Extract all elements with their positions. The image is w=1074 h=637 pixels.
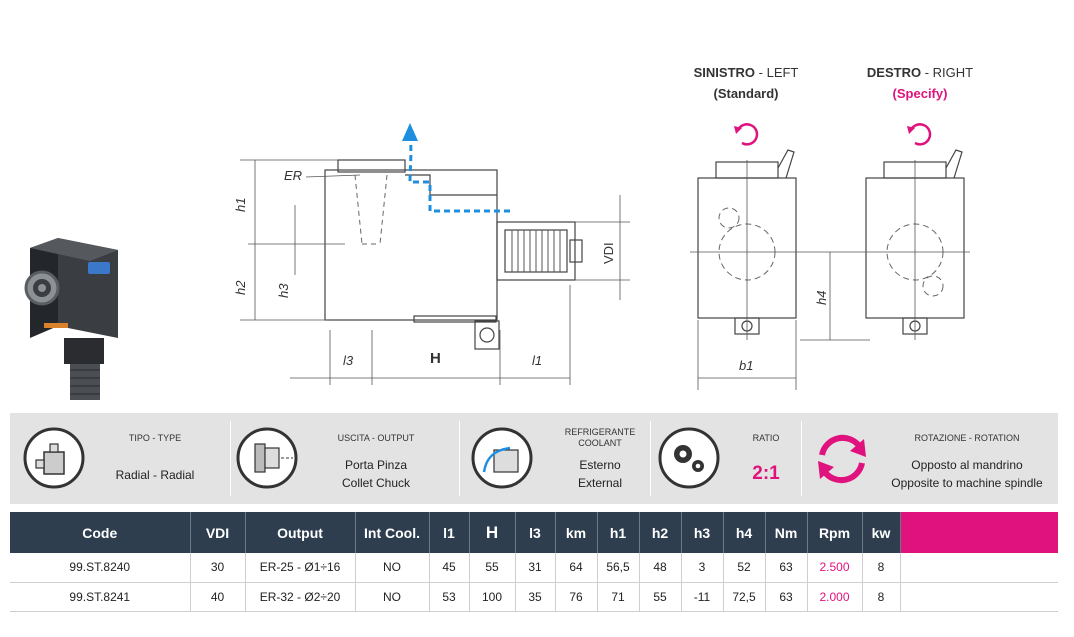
header-h2: h2	[639, 512, 682, 553]
product-photo	[24, 238, 118, 400]
cell-h3: -11	[681, 582, 724, 612]
label-vdi: VDI	[601, 242, 616, 264]
cell-nm: 63	[765, 553, 808, 583]
label-b1: b1	[739, 358, 753, 373]
coolant-value-it: Esterno	[579, 458, 621, 472]
cell-l1: 53	[429, 582, 470, 612]
ratio-label: RATIO	[752, 433, 780, 443]
info-coolant: REFRIGERANTE COOLANT Esterno External	[460, 413, 650, 504]
cell-H: 100	[469, 582, 516, 612]
rotation-label: ROTAZIONE - ROTATION	[914, 433, 1020, 443]
label-h2: h2	[233, 280, 248, 295]
rotation-value-it: Opposto al mandrino	[911, 458, 1023, 472]
header-kw: kw	[862, 512, 901, 553]
front-views-drawing: b1 h4	[690, 123, 970, 390]
left-direction-title: SINISTRO - LEFT (Standard)	[656, 62, 836, 104]
right-direction-title: DESTRO - RIGHT (Specify)	[830, 62, 1010, 104]
type-value: Radial - Radial	[115, 468, 195, 482]
header-int-cool: Int Cool.	[355, 512, 430, 553]
coolant-label-en: COOLANT	[578, 438, 622, 448]
info-type: TIPO - TYPE Radial - Radial	[10, 413, 230, 504]
header-l1: l1	[429, 512, 470, 553]
table-row: 99.ST.8241 40 ER-32 - Ø2÷20 NO 53 100 35…	[10, 582, 1058, 612]
label-h1: h1	[233, 198, 248, 212]
cell-output: ER-32 - Ø2÷20	[245, 582, 356, 612]
cell-empty	[900, 582, 1058, 612]
header-nm: Nm	[765, 512, 808, 553]
cell-l1: 45	[429, 553, 470, 583]
cell-rpm: 2.000	[807, 582, 863, 612]
info-output: USCITA - OUTPUT Porta Pinza Collet Chuck	[231, 413, 459, 504]
label-er: ER	[284, 168, 302, 183]
side-view-drawing: ER h1 h2 h3 l3 H l1 VDI	[233, 123, 630, 385]
left-title-rest: - LEFT	[755, 65, 799, 80]
cell-kw: 8	[862, 582, 901, 612]
info-band: TIPO - TYPE Radial - Radial USCITA - OUT…	[10, 413, 1058, 504]
label-l1: l1	[532, 353, 542, 368]
cell-l3: 31	[515, 553, 556, 583]
cell-km: 64	[555, 553, 598, 583]
cell-h2: 55	[639, 582, 682, 612]
gears-icon	[658, 427, 720, 489]
header-vdi: VDI	[190, 512, 246, 553]
cell-l3: 35	[515, 582, 556, 612]
left-title-bold: SINISTRO	[693, 65, 756, 80]
rotation-value-en: Opposite to machine spindle	[891, 476, 1043, 490]
cell-h1: 56,5	[597, 553, 640, 583]
cell-code: 99.ST.8240	[10, 553, 191, 583]
left-title-note: (Standard)	[713, 86, 779, 101]
coolant-icon	[471, 427, 533, 489]
header-l3: l3	[515, 512, 556, 553]
collet-chuck-icon	[236, 427, 298, 489]
header-output: Output	[245, 512, 356, 553]
cell-rpm: 2.500	[807, 553, 863, 583]
spec-table: Code VDI Output Int Cool. l1 H l3 km h1 …	[10, 512, 1058, 612]
coolant-value-en: External	[577, 476, 623, 490]
cell-h3: 3	[681, 553, 724, 583]
header-h4: h4	[723, 512, 766, 553]
right-title-note: (Specify)	[892, 86, 948, 101]
header-accent-cell	[900, 512, 1058, 553]
cell-h2: 48	[639, 553, 682, 583]
label-l3: l3	[343, 353, 354, 368]
type-label: TIPO - TYPE	[128, 433, 182, 443]
cell-H: 55	[469, 553, 516, 583]
label-h3: h3	[276, 283, 291, 298]
cell-h1: 71	[597, 582, 640, 612]
info-rotation: ROTAZIONE - ROTATION Opposto al mandrino…	[802, 413, 1058, 504]
label-h4: h4	[814, 291, 829, 305]
coolant-label-it: REFRIGERANTE	[564, 427, 636, 437]
cell-vdi: 30	[190, 553, 246, 583]
cell-int-cool: NO	[355, 553, 430, 583]
header-H: H	[469, 512, 516, 553]
table-row: 99.ST.8240 30 ER-25 - Ø1÷16 NO 45 55 31 …	[10, 553, 1058, 583]
radial-type-icon	[23, 427, 85, 489]
ratio-value: 2:1	[752, 463, 780, 484]
header-km: km	[555, 512, 598, 553]
cell-code: 99.ST.8241	[10, 582, 191, 612]
cell-int-cool: NO	[355, 582, 430, 612]
output-value-en: Collet Chuck	[341, 476, 411, 490]
cell-kw: 8	[862, 553, 901, 583]
cell-output: ER-25 - Ø1÷16	[245, 553, 356, 583]
header-rpm: Rpm	[807, 512, 863, 553]
info-ratio: RATIO 2:1	[651, 413, 801, 504]
label-H: H	[430, 350, 441, 367]
output-value-it: Porta Pinza	[344, 458, 408, 472]
header-h3: h3	[681, 512, 724, 553]
cell-h4: 72,5	[723, 582, 766, 612]
header-h1: h1	[597, 512, 640, 553]
header-code: Code	[10, 512, 191, 553]
cell-nm: 63	[765, 582, 808, 612]
rotation-icon	[818, 434, 866, 484]
cell-vdi: 40	[190, 582, 246, 612]
right-title-bold: DESTRO	[866, 65, 922, 80]
cell-km: 76	[555, 582, 598, 612]
output-label: USCITA - OUTPUT	[337, 433, 415, 443]
cell-h4: 52	[723, 553, 766, 583]
right-title-rest: - RIGHT	[921, 65, 974, 80]
table-header-row: Code VDI Output Int Cool. l1 H l3 km h1 …	[10, 512, 1058, 553]
cell-empty	[900, 553, 1058, 583]
